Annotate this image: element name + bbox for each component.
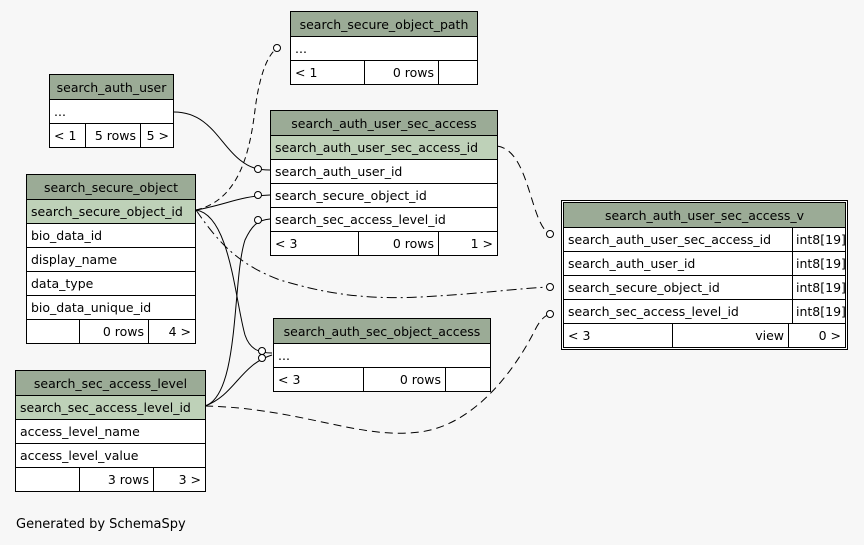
view-column: search_sec_access_level_id int8[19]	[564, 299, 845, 323]
row-count: 0 rows	[364, 61, 438, 84]
object-access-crowfoot-circle-1	[258, 347, 266, 355]
view-column: search_auth_user_id int8[19]	[564, 251, 845, 275]
view-column: search_secure_object_id int8[19]	[564, 275, 845, 299]
view-column: search_auth_user_sec_access_id int8[19]	[564, 227, 845, 251]
child-count: 1 >	[438, 232, 497, 255]
table-title: search_secure_object	[27, 175, 195, 199]
table-column: display_name	[27, 247, 195, 271]
primary-key-column: search_auth_user_sec_access_id	[271, 135, 497, 159]
child-count: 3 >	[153, 468, 205, 491]
table-column: search_auth_user_id	[271, 159, 497, 183]
view-object-crowfoot-circle	[546, 283, 554, 291]
table-title: search_auth_sec_object_access	[274, 319, 490, 343]
table-sec-access-level[interactable]: search_sec_access_level search_sec_acces…	[15, 370, 206, 492]
row-count: 0 rows	[363, 368, 445, 391]
user-id-crowfoot-circle	[254, 165, 262, 173]
column-name: search_auth_user_sec_access_id	[568, 232, 772, 247]
parent-count: < 1	[295, 65, 318, 80]
primary-key-column: search_sec_access_level_id	[16, 395, 205, 419]
column-type: int8[19]	[792, 252, 845, 275]
parent-count: < 3	[568, 328, 591, 343]
table-title: search_auth_user_sec_access	[271, 111, 497, 135]
child-count	[438, 61, 477, 84]
child-count: 5 >	[140, 124, 173, 147]
table-title: search_sec_access_level	[16, 371, 205, 395]
table-footer: < 3 0 rows 1 >	[271, 231, 497, 255]
table-footer: 3 rows 3 >	[16, 467, 205, 491]
table-auth-sec-object-access[interactable]: search_auth_sec_object_access ... < 3 0 …	[273, 318, 491, 392]
table-auth-user-sec-access[interactable]: search_auth_user_sec_access search_auth_…	[270, 110, 498, 256]
table-footer: 0 rows 4 >	[27, 319, 195, 343]
column-name: search_secure_object_id	[568, 280, 720, 295]
child-count: 0 >	[788, 324, 845, 347]
column-name: search_auth_user_id	[568, 256, 696, 271]
table-column: ...	[50, 99, 173, 123]
view-auth-user-sec-access-v[interactable]: search_auth_user_sec_access_v search_aut…	[561, 200, 848, 350]
column-type: int8[19]	[792, 300, 845, 323]
edge-secure-object-to-view	[195, 209, 551, 299]
table-column: access_level_value	[16, 443, 205, 467]
view-footer: < 3 view 0 >	[564, 323, 845, 347]
primary-key-column: search_secure_object_id	[27, 199, 195, 223]
column-type: int8[19]	[792, 276, 845, 299]
edge-sec-access-to-view	[496, 145, 551, 235]
table-title: search_auth_user	[50, 75, 173, 99]
edge-secure-object-to-path	[195, 46, 281, 211]
parent-count: < 3	[275, 236, 298, 251]
table-column: data_type	[27, 271, 195, 295]
table-column: search_secure_object_id	[271, 183, 497, 207]
table-footer: < 1 0 rows	[291, 60, 477, 84]
column-type: int8[19]	[792, 228, 845, 251]
table-secure-object[interactable]: search_secure_object search_secure_objec…	[26, 174, 196, 344]
path-crowfoot-circle	[273, 44, 281, 52]
table-secure-object-path[interactable]: search_secure_object_path ... < 1 0 rows	[290, 11, 478, 85]
edge-secure-object-to-object-access	[195, 209, 273, 354]
table-column: bio_data_id	[27, 223, 195, 247]
parent-count	[16, 468, 79, 491]
child-count: 4 >	[148, 320, 195, 343]
parent-count: < 1	[54, 128, 77, 143]
table-column: access_level_name	[16, 419, 205, 443]
object-access-crowfoot-circle-2	[258, 354, 266, 362]
object-id-crowfoot-circle	[254, 191, 262, 199]
table-column: search_sec_access_level_id	[271, 207, 497, 231]
edge-secure-object-to-sec-access	[195, 194, 271, 211]
edge-access-level-to-sec-access	[204, 218, 271, 407]
table-auth-user[interactable]: search_auth_user ... < 1 5 rows 5 >	[49, 74, 174, 148]
table-footer: < 3 0 rows	[274, 367, 490, 391]
child-count	[445, 368, 490, 391]
row-count: 5 rows	[85, 124, 140, 147]
table-footer: < 1 5 rows 5 >	[50, 123, 173, 147]
row-count: 3 rows	[79, 468, 153, 491]
table-column: ...	[291, 36, 477, 60]
object-kind: view	[672, 324, 788, 347]
table-column: bio_data_unique_id	[27, 295, 195, 319]
edge-access-level-to-view	[204, 313, 552, 434]
parent-count	[27, 320, 79, 343]
level-id-crowfoot-circle	[254, 216, 262, 224]
view-level-crowfoot-circle	[546, 310, 554, 318]
row-count: 0 rows	[358, 232, 438, 255]
generated-by-label: Generated by SchemaSpy	[16, 517, 186, 532]
edge-auth-user-to-sec-access	[173, 111, 271, 171]
view-title: search_auth_user_sec_access_v	[564, 203, 845, 227]
table-column: ...	[274, 343, 490, 367]
table-title: search_secure_object_path	[291, 12, 477, 36]
row-count: 0 rows	[79, 320, 148, 343]
column-name: search_sec_access_level_id	[568, 304, 739, 319]
view-pk-crowfoot-circle	[546, 230, 554, 238]
parent-count: < 3	[278, 372, 301, 387]
